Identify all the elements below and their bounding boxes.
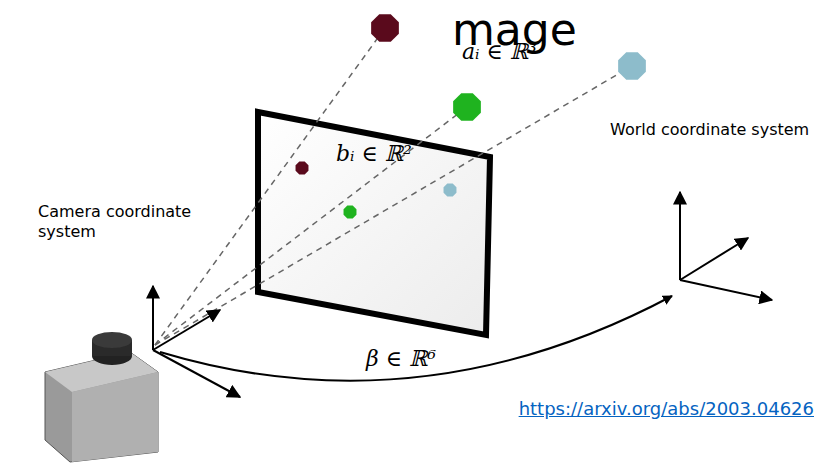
image-point bbox=[444, 184, 457, 197]
camera-axes bbox=[153, 286, 240, 397]
image-point bbox=[344, 206, 357, 219]
axis-label: World coordinate system bbox=[610, 120, 810, 140]
world-point bbox=[618, 52, 646, 80]
world-point bbox=[371, 14, 399, 42]
point-label: aᵢ ∈ ℝ³ bbox=[462, 38, 537, 66]
image-plane bbox=[258, 112, 490, 335]
world-axes bbox=[680, 192, 772, 300]
image-point bbox=[296, 162, 309, 175]
axis-label: Camera coordinate system bbox=[38, 202, 198, 242]
projection-rays bbox=[155, 28, 632, 345]
pose-label: β ∈ ℝ⁶ bbox=[366, 345, 436, 373]
point-label: bᵢ ∈ ℝ² bbox=[336, 140, 412, 168]
camera-icon bbox=[45, 332, 158, 462]
transform-arrow bbox=[160, 296, 672, 381]
world-point bbox=[453, 93, 481, 121]
link-text: https://arxiv.org/abs/2003.04626 bbox=[519, 398, 814, 421]
